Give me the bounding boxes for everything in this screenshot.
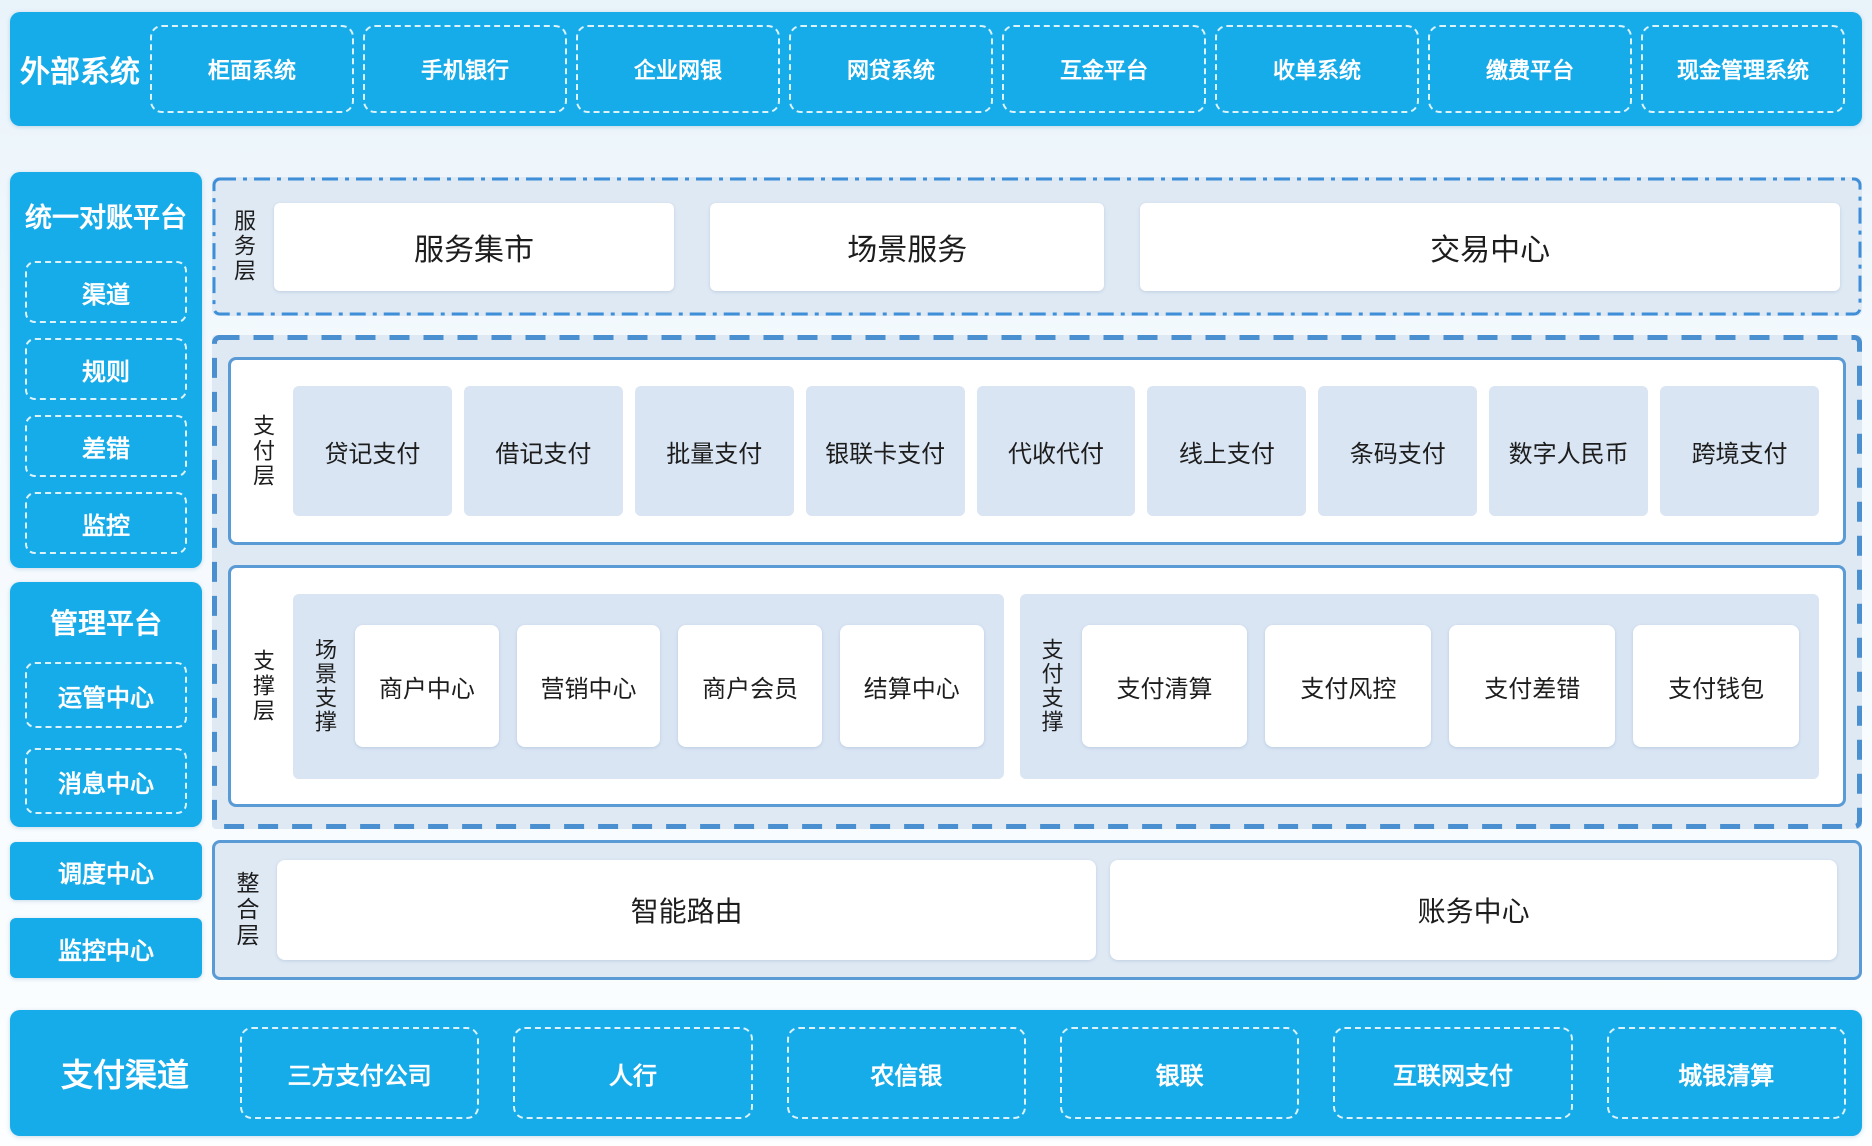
service-node: 服务集市 — [274, 202, 675, 291]
payment-node: 贷记支付 — [293, 386, 452, 516]
reconciliation-item-node: 渠道 — [25, 261, 187, 323]
payment-node: 条码支付 — [1318, 386, 1478, 516]
scene-support-node: 营销中心 — [516, 625, 661, 747]
external-system-node: 缴费平台 — [1428, 25, 1632, 113]
payment-node: 线上支付 — [1147, 386, 1307, 516]
management-item-node: 消息中心 — [25, 748, 187, 814]
support-layer-label: 支撑层 — [250, 648, 275, 724]
integration-layer-label: 整合层 — [233, 871, 259, 949]
management-platform-title: 管理平台 — [49, 608, 162, 639]
payment-node: 银联卡支付 — [805, 386, 965, 516]
external-system-node: 柜面系统 — [150, 25, 354, 113]
payment-channel-node: 互联网支付 — [1333, 1027, 1573, 1119]
integration-layer-items: 智能路由账务中心 — [277, 860, 1837, 960]
payment-channel-node: 银联 — [1059, 1027, 1300, 1119]
scene-support-items: 商户中心营销中心商户会员结算中心 — [355, 625, 984, 747]
support-layer-panel: 支撑层 场景支撑 商户中心营销中心商户会员结算中心 支付支撑 支付清算支付风控支… — [228, 565, 1846, 807]
external-systems-title: 外部系统 — [20, 56, 140, 89]
dispatch-center-node: 调度中心 — [10, 842, 202, 900]
scene-support-node: 商户会员 — [678, 625, 822, 747]
scene-support-node: 商户中心 — [355, 625, 499, 747]
integration-node: 账务中心 — [1110, 860, 1837, 960]
payment-support-node: 支付风控 — [1265, 625, 1432, 747]
scene-support-node: 结算中心 — [839, 625, 984, 747]
payment-node: 借记支付 — [463, 386, 623, 516]
payment-layer-label: 支付层 — [250, 413, 275, 489]
external-systems-items: 柜面系统手机银行企业网银网贷系统互金平台收单系统缴费平台现金管理系统 — [150, 25, 1845, 113]
external-system-node: 互金平台 — [1002, 25, 1206, 113]
service-node: 交易中心 — [1140, 202, 1840, 291]
scene-support-group: 场景支撑 商户中心营销中心商户会员结算中心 — [293, 593, 1004, 779]
payment-support-group: 支付支撑 支付清算支付风控支付差错支付钱包 — [1019, 593, 1819, 779]
payment-layer-panel: 支付层 贷记支付借记支付批量支付银联卡支付代收代付线上支付条码支付数字人民币跨境… — [228, 357, 1846, 545]
payment-support-node: 支付钱包 — [1633, 625, 1800, 747]
management-item-node: 运管中心 — [25, 662, 187, 728]
reconciliation-item-node: 差错 — [25, 415, 187, 477]
payment-channel-node: 人行 — [513, 1027, 753, 1119]
management-platform-items: 运管中心消息中心 — [10, 662, 202, 814]
reconciliation-platform-title: 统一对账平台 — [25, 203, 187, 233]
monitor-center-node: 监控中心 — [10, 918, 202, 978]
core-layers-panel: 支付层 贷记支付借记支付批量支付银联卡支付代收代付线上支付条码支付数字人民币跨境… — [212, 335, 1862, 829]
payment-support-node: 支付差错 — [1449, 625, 1616, 747]
external-systems-bar: 外部系统 柜面系统手机银行企业网银网贷系统互金平台收单系统缴费平台现金管理系统 — [10, 12, 1862, 126]
service-node: 场景服务 — [710, 202, 1105, 291]
payment-node: 代收代付 — [976, 386, 1136, 516]
payment-channels-bar: 支付渠道 三方支付公司人行农信银银联互联网支付城银清算 — [10, 1010, 1862, 1136]
external-system-node: 现金管理系统 — [1641, 25, 1845, 113]
external-system-node: 收单系统 — [1215, 25, 1419, 113]
service-layer-label: 服务层 — [231, 209, 256, 284]
payment-support-label: 支付支撑 — [1038, 638, 1064, 734]
reconciliation-platform-block: 统一对账平台 渠道规则差错监控 — [10, 172, 202, 568]
external-system-node: 手机银行 — [363, 25, 567, 113]
payment-support-items: 支付清算支付风控支付差错支付钱包 — [1081, 625, 1800, 747]
payment-support-node: 支付清算 — [1081, 625, 1248, 747]
management-platform-block: 管理平台 运管中心消息中心 — [10, 582, 202, 827]
service-layer-items: 服务集市场景服务交易中心 — [274, 202, 1840, 291]
payment-channel-node: 城银清算 — [1606, 1027, 1846, 1119]
reconciliation-item-node: 监控 — [25, 492, 187, 554]
payment-channel-node: 三方支付公司 — [240, 1027, 480, 1119]
support-layer-groups: 场景支撑 商户中心营销中心商户会员结算中心 支付支撑 支付清算支付风控支付差错支… — [293, 593, 1819, 779]
payment-node: 跨境支付 — [1660, 386, 1820, 516]
reconciliation-platform-items: 渠道规则差错监控 — [10, 261, 202, 554]
payment-node: 数字人民币 — [1489, 386, 1649, 516]
payment-layer-items: 贷记支付借记支付批量支付银联卡支付代收代付线上支付条码支付数字人民币跨境支付 — [293, 386, 1820, 516]
integration-layer-panel: 整合层 智能路由账务中心 — [212, 840, 1862, 980]
integration-node: 智能路由 — [277, 860, 1097, 960]
scene-support-label: 场景支撑 — [312, 638, 337, 734]
external-system-node: 网贷系统 — [789, 25, 993, 113]
service-layer-panel: 服务层 服务集市场景服务交易中心 — [212, 177, 1862, 316]
payment-node: 批量支付 — [634, 386, 794, 516]
payment-channels-items: 三方支付公司人行农信银银联互联网支付城银清算 — [240, 1027, 1846, 1119]
payment-channels-title: 支付渠道 — [60, 1057, 189, 1093]
payment-channel-node: 农信银 — [786, 1027, 1026, 1119]
external-system-node: 企业网银 — [576, 25, 780, 113]
reconciliation-item-node: 规则 — [25, 338, 187, 400]
